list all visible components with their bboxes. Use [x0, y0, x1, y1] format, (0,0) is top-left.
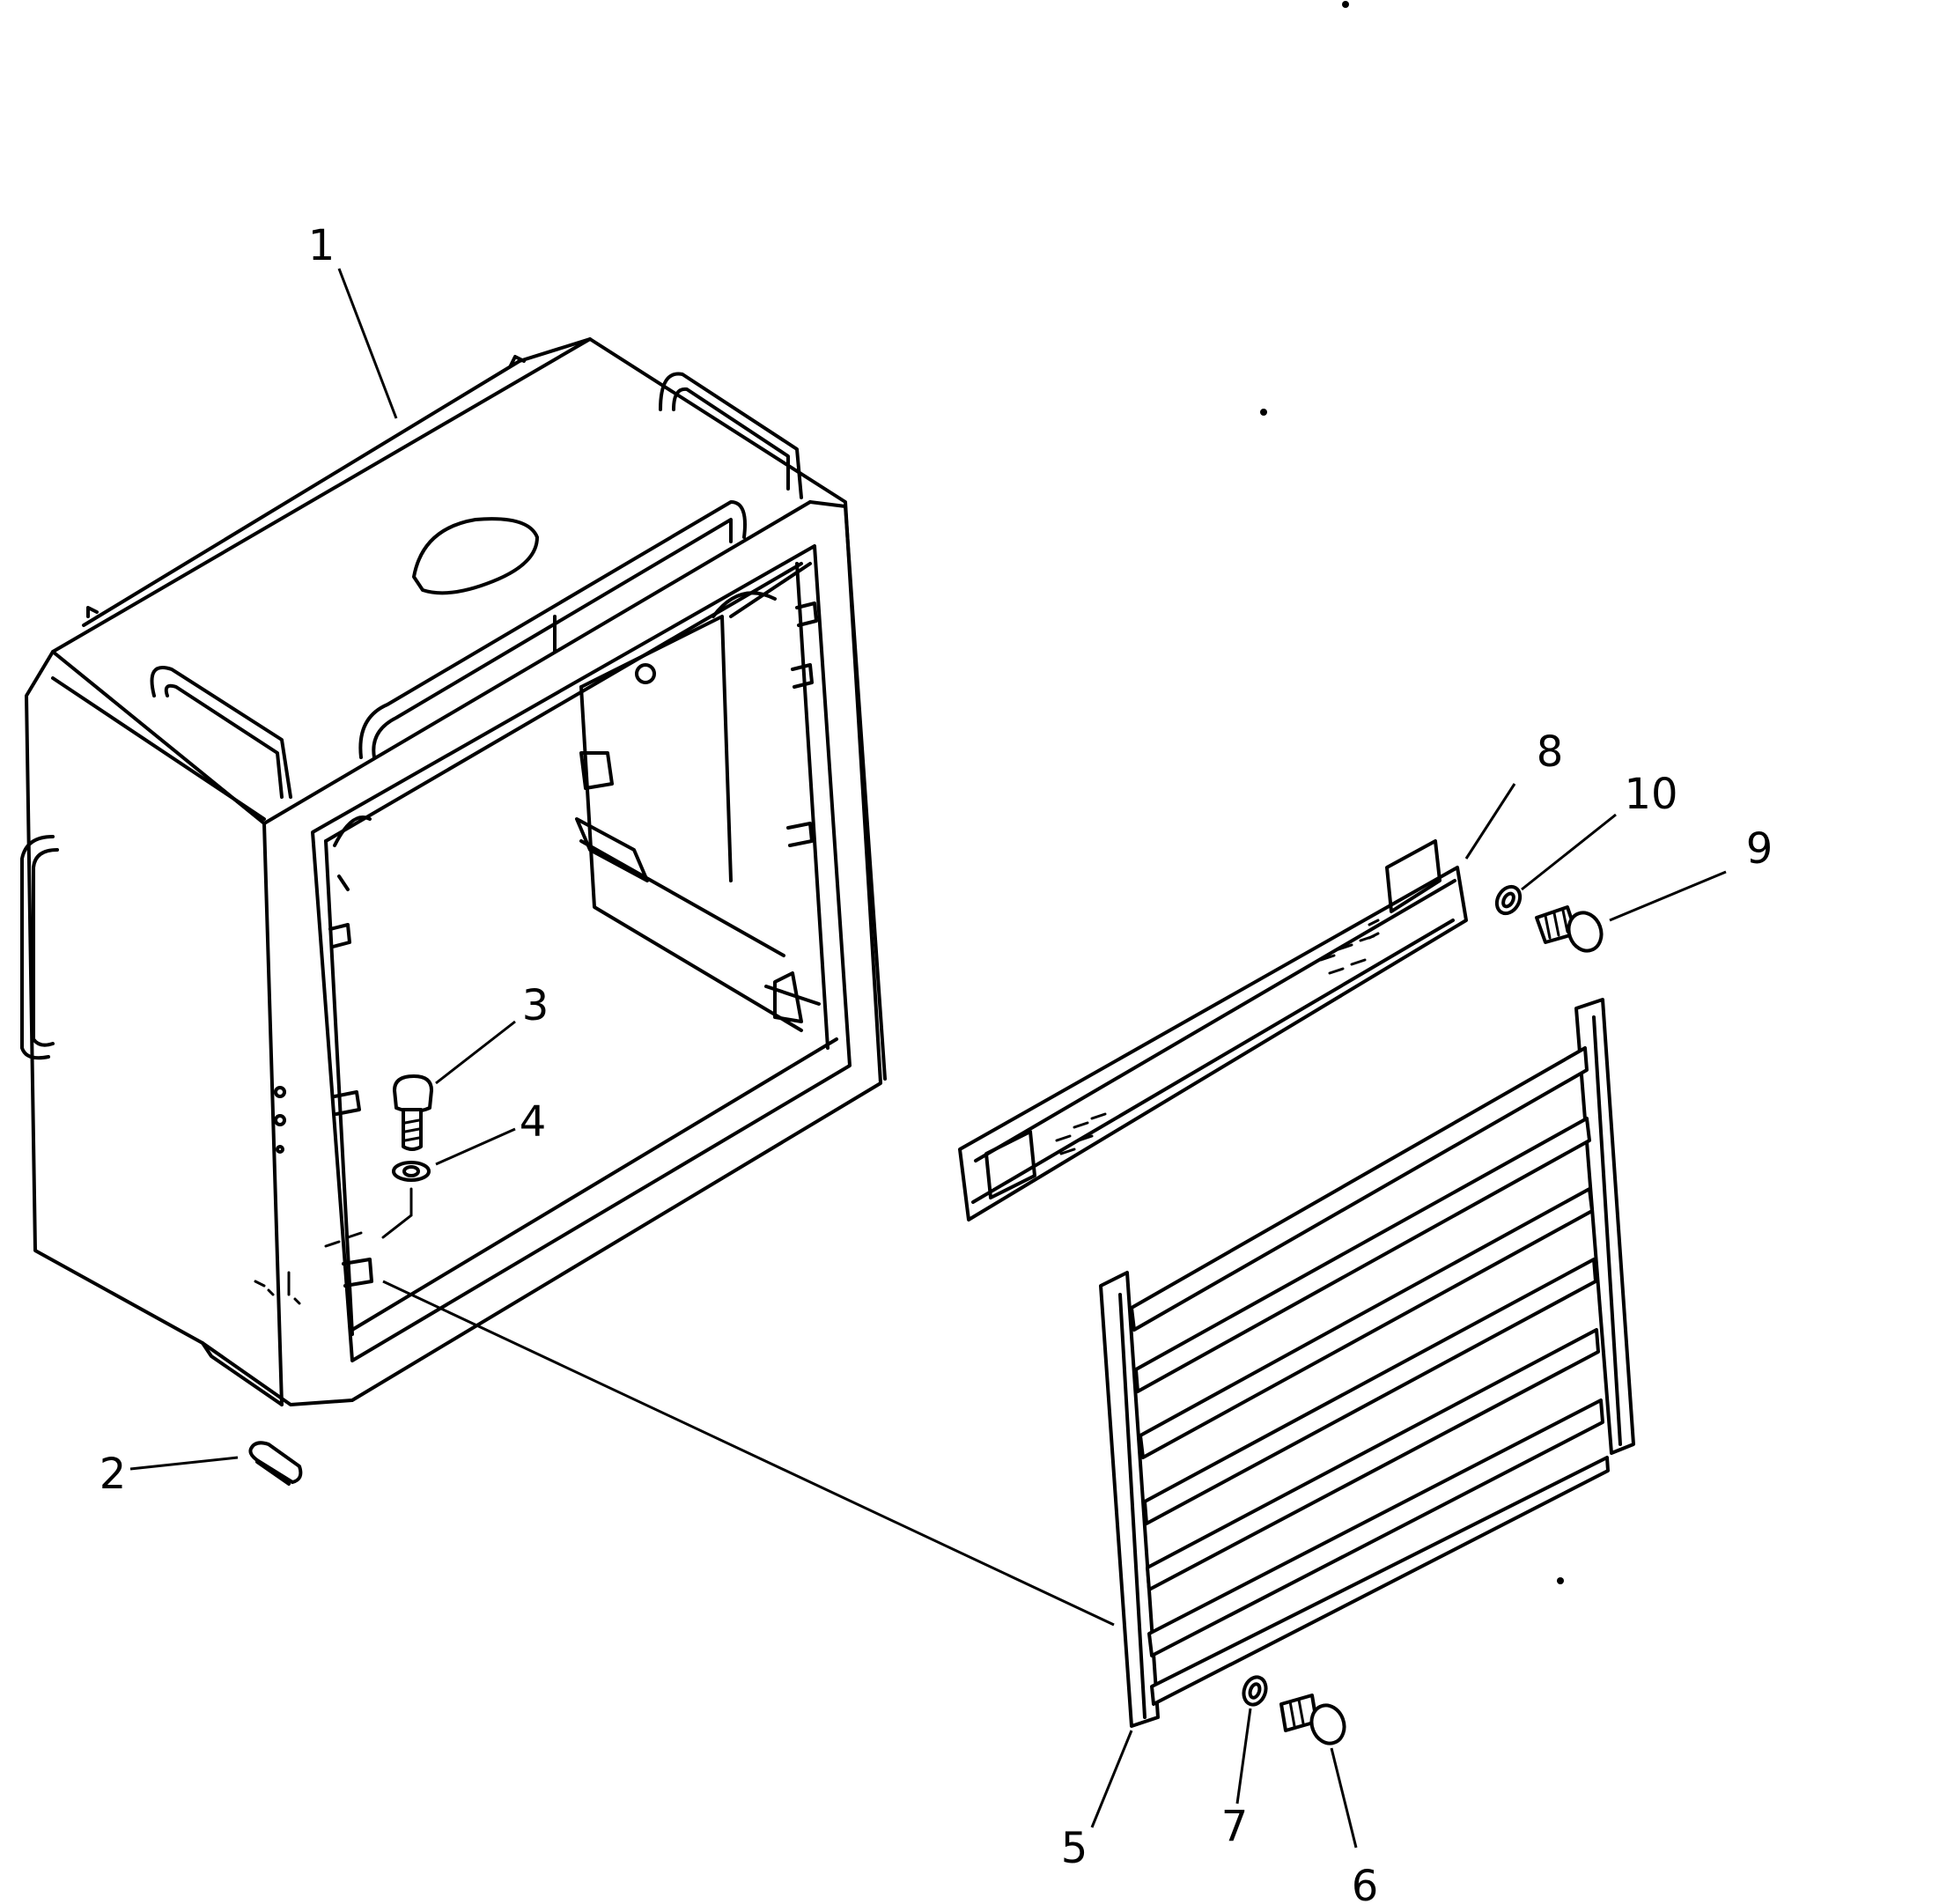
washer-part-7[interactable]: [1240, 1674, 1269, 1708]
callout-2: 2: [100, 1450, 127, 1499]
callout-1: 1: [308, 221, 335, 270]
callout-6: 6: [1352, 1862, 1379, 1904]
clip-part-2[interactable]: [248, 1441, 303, 1486]
scan-dot: [1557, 1577, 1564, 1584]
callout-9: 9: [1746, 824, 1773, 874]
housing-part-1[interactable]: [20, 337, 887, 1406]
bolt-part-9[interactable]: [1535, 905, 1606, 956]
leader-2: [129, 1456, 239, 1471]
callout-5: 5: [1061, 1824, 1088, 1873]
washer-part-4[interactable]: [381, 1161, 431, 1239]
leader-6: [1330, 1747, 1358, 1849]
bolt-part-3[interactable]: [393, 1074, 433, 1151]
callout-7: 7: [1221, 1802, 1249, 1851]
scan-dot: [1260, 409, 1267, 416]
callout-3: 3: [522, 981, 549, 1030]
grille-part-5[interactable]: [1099, 998, 1635, 1728]
leader-7: [1235, 1708, 1252, 1804]
leader-9: [1609, 870, 1727, 922]
callout-labels: 1 2 3 4 5 6 7 8 9 10: [100, 221, 1773, 1904]
washer-part-10[interactable]: [1493, 882, 1525, 918]
callout-4: 4: [520, 1097, 547, 1147]
bolt-part-6[interactable]: [1279, 1694, 1349, 1748]
leader-8: [1464, 783, 1516, 860]
leader-3: [435, 1020, 516, 1085]
leader-5-long: [382, 1280, 1115, 1627]
plate-part-8[interactable]: [958, 839, 1468, 1221]
leader-4: [435, 1127, 516, 1166]
leader-10: [1521, 813, 1617, 891]
grille-slats: [1130, 1046, 1610, 1706]
callout-10: 10: [1624, 770, 1677, 819]
leader-5: [1090, 1730, 1133, 1828]
callout-8: 8: [1537, 727, 1564, 777]
leader-1: [337, 268, 398, 419]
scan-dot: [1342, 1, 1349, 8]
leader-lines: [129, 268, 1727, 1849]
